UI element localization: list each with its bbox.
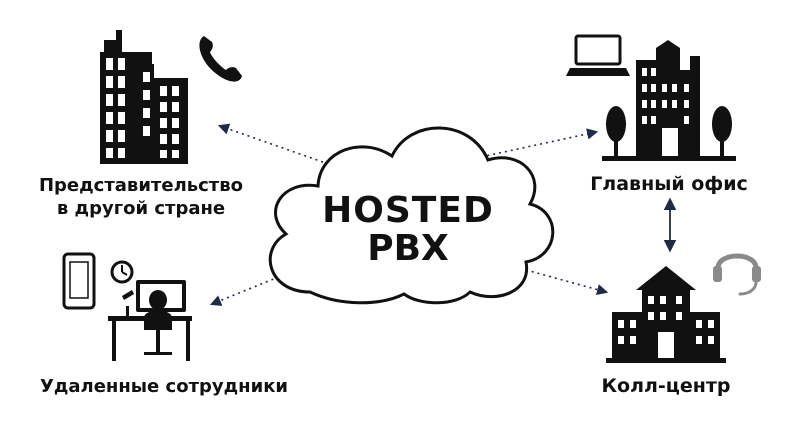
cloud-title-line1: HOSTED xyxy=(322,190,494,231)
tree-icon xyxy=(606,106,732,156)
call-center-building-icon xyxy=(606,266,726,363)
cloud-title-line2: PBX xyxy=(367,228,449,269)
label-branch-line2: в другой стране xyxy=(57,198,225,219)
clock-icon xyxy=(110,260,134,284)
label-remote: Удаленные сотрудники xyxy=(40,376,288,397)
connectors xyxy=(209,123,677,306)
label-main-office: Главный офис xyxy=(590,173,748,195)
office-building-icon xyxy=(602,40,736,161)
phone-icon xyxy=(199,36,242,82)
label-call-center: Колл-центр xyxy=(601,375,730,397)
label-branch-line1: Представительство xyxy=(39,175,243,196)
headset-icon xyxy=(713,253,761,296)
cloud-icon xyxy=(268,126,555,305)
laptop-icon xyxy=(566,34,630,76)
office-towers-icon xyxy=(100,30,188,164)
workstation-icon xyxy=(108,280,192,361)
connector-branch xyxy=(217,123,341,169)
smartphone-icon xyxy=(62,252,96,310)
connector-remote xyxy=(209,251,341,306)
